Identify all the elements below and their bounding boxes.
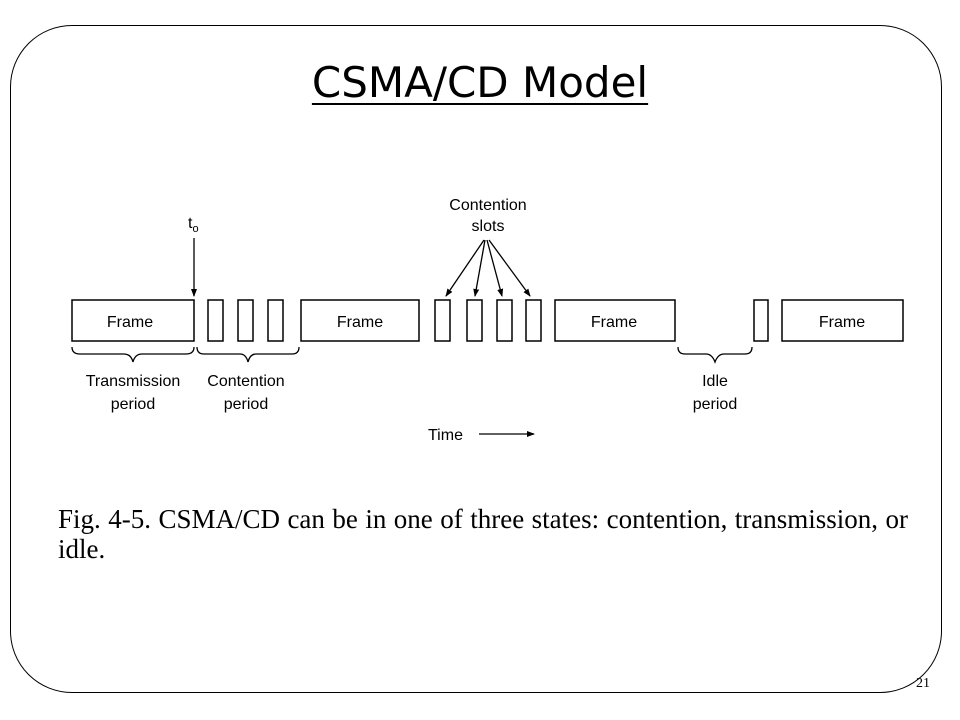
contention-slot [267,299,284,342]
idle-period-brace [677,346,753,364]
contention-slot [753,299,769,342]
page-number: 21 [916,676,930,691]
frame-3-label: Frame [591,314,637,331]
contention-slots-label-line-2: slots [472,218,505,235]
contention-slots-arrows [445,239,531,297]
frame-4-label: Frame [819,314,865,331]
idle-period-label-line-1: Idle [702,373,728,390]
frame-2-label: Frame [337,314,383,331]
time-label: Time [428,427,463,444]
t0-label: to [188,215,199,235]
frame-1-label: Frame [107,314,153,331]
frame-4: Frame [781,299,904,342]
contention-slot [466,299,483,342]
contention-slot [237,299,254,342]
transmission-period-label-line-1: Transmission [86,373,181,390]
slide-title: CSMA/CD Model [311,58,649,107]
slide-title-container: CSMA/CD Model [0,58,960,107]
contention-slot [525,299,542,342]
transmission-period-label-line-2: period [111,396,155,413]
figure-caption: Fig. 4-5. CSMA/CD can be in one of three… [58,504,908,564]
idle-period-label-line-2: period [693,396,737,413]
frame-3: Frame [554,299,676,342]
contention-period-brace [196,346,300,363]
contention-slot [496,299,513,342]
contention-period-label-line-1: Contention [207,373,284,390]
frame-2: Frame [300,299,420,342]
contention-period-label-line-2: period [224,396,268,413]
slide-frame [10,25,942,693]
frame-1: Frame [71,299,195,342]
contention-slot [434,299,451,342]
contention-slot [207,299,224,342]
contention-slots-label-line-1: Contention [449,197,526,214]
transmission-period-brace [71,346,195,363]
